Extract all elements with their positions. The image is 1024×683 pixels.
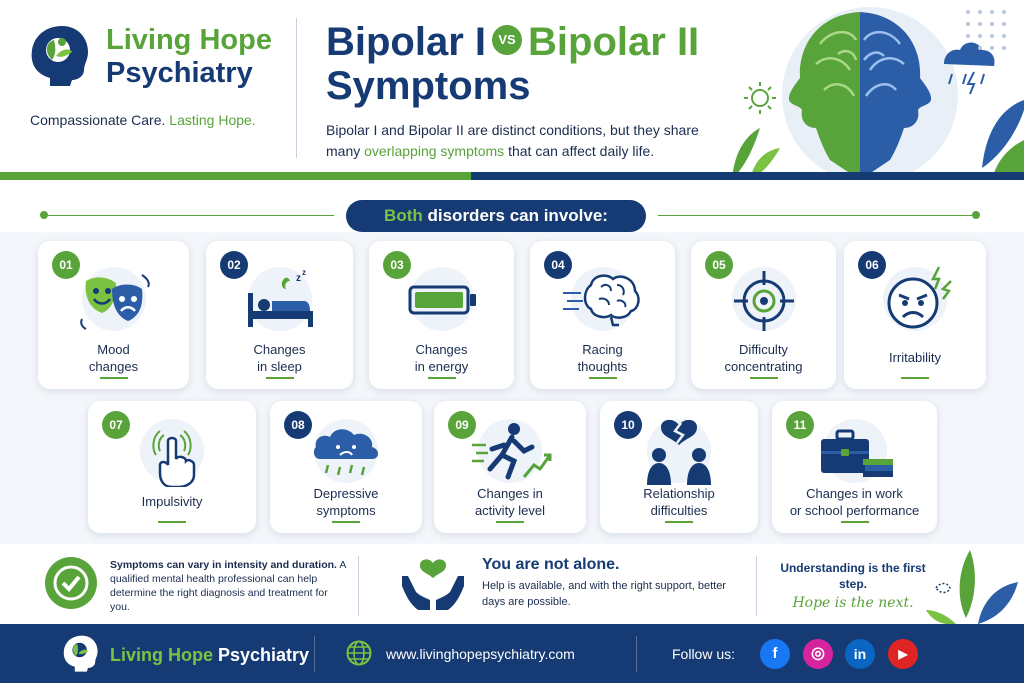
card-label: Impulsivity	[141, 494, 203, 509]
card-label: Irritability	[888, 350, 941, 365]
card-underline	[665, 521, 693, 523]
instagram-icon[interactable]: ◎	[803, 639, 833, 669]
brain-icon	[562, 267, 640, 331]
hope-text: Hope is the next.	[792, 595, 914, 611]
number-badge: 04	[544, 251, 572, 279]
info-divider	[358, 556, 359, 616]
svg-text:z: z	[296, 273, 301, 284]
linkedin-icon[interactable]: in	[845, 639, 875, 669]
rain-cloud-icon	[313, 419, 378, 483]
number-badge: 06	[858, 251, 886, 279]
intro-text: Bipolar I and Bipolar II are distinct co…	[326, 122, 699, 159]
decorative-dots-icon	[966, 10, 1006, 50]
number-badge: 03	[383, 251, 411, 279]
footer-divider	[314, 636, 315, 672]
svg-text:z: z	[302, 268, 306, 277]
footer-brand: Living Hope Psychiatry	[110, 645, 310, 665]
symptoms-vary-text: Symptoms can vary in intensity and durat…	[110, 559, 346, 613]
target-icon	[731, 267, 796, 331]
header-stripe	[0, 172, 1024, 180]
brand-name: Living Hope Psychiatry	[106, 24, 272, 89]
heading-dot	[972, 211, 980, 219]
follow-us-label: Follow us:	[672, 646, 736, 662]
heading-line-left	[46, 215, 334, 216]
tagline: Compassionate Care. Lasting Hope.	[30, 112, 256, 128]
angry-face-icon	[883, 266, 952, 331]
heading-line-right	[658, 215, 974, 216]
number-badge: 08	[284, 411, 312, 439]
number-badge: 05	[705, 251, 733, 279]
battery-icon	[408, 267, 476, 331]
card-underline	[427, 377, 456, 379]
card-underline	[840, 521, 869, 523]
card-underline	[496, 521, 524, 523]
running-person-icon	[472, 419, 552, 483]
vs-badge: VS	[492, 25, 523, 56]
tap-hand-icon	[140, 419, 204, 487]
website-link[interactable]: www.livinghopepsychiatry.com	[386, 646, 575, 662]
number-badge: 09	[448, 411, 476, 439]
card-underline	[901, 377, 929, 379]
hands-heart-icon	[402, 559, 464, 610]
symptom-card: 06 Irritability	[844, 241, 986, 389]
globe-icon	[346, 640, 372, 666]
head-leaf-logo-icon	[31, 26, 88, 86]
footer-divider	[636, 636, 637, 672]
facebook-icon[interactable]: f	[760, 639, 790, 669]
number-badge: 02	[220, 251, 248, 279]
broken-heart-icon	[647, 419, 711, 485]
briefcase-books-icon	[820, 419, 893, 483]
bed-sleep-icon: z z	[247, 267, 313, 331]
card-underline	[749, 377, 778, 379]
header: Living Hope Psychiatry Compassionate Car…	[0, 0, 1024, 180]
header-divider	[296, 18, 297, 158]
number-badge: 07	[102, 411, 130, 439]
understanding-text: Understanding is the first step.	[780, 561, 926, 591]
not-alone-heading: You are not alone.	[482, 556, 620, 573]
card-underline	[265, 377, 294, 379]
symptom-card: 07 Impulsivity	[88, 401, 256, 533]
theater-masks-icon	[79, 267, 150, 331]
number-badge: 01	[52, 251, 80, 279]
two-heads-brain-illustration-icon	[732, 7, 1024, 180]
info-divider	[756, 556, 757, 616]
card-underline	[99, 377, 128, 379]
head-leaf-logo-icon	[63, 635, 98, 672]
heading-dot	[40, 211, 48, 219]
number-badge: 10	[614, 411, 642, 439]
number-badge: 11	[786, 411, 814, 439]
youtube-icon[interactable]: ▶	[888, 639, 918, 669]
info-strip	[0, 548, 1024, 624]
section-heading: Both disorders can involve:	[346, 200, 646, 232]
not-alone-text: Help is available, and with the right su…	[482, 580, 726, 608]
card-underline	[332, 521, 360, 523]
check-badge-icon	[45, 557, 97, 609]
leaves-illustration-icon	[926, 550, 1018, 625]
card-underline	[588, 377, 617, 379]
card-underline	[158, 521, 186, 523]
